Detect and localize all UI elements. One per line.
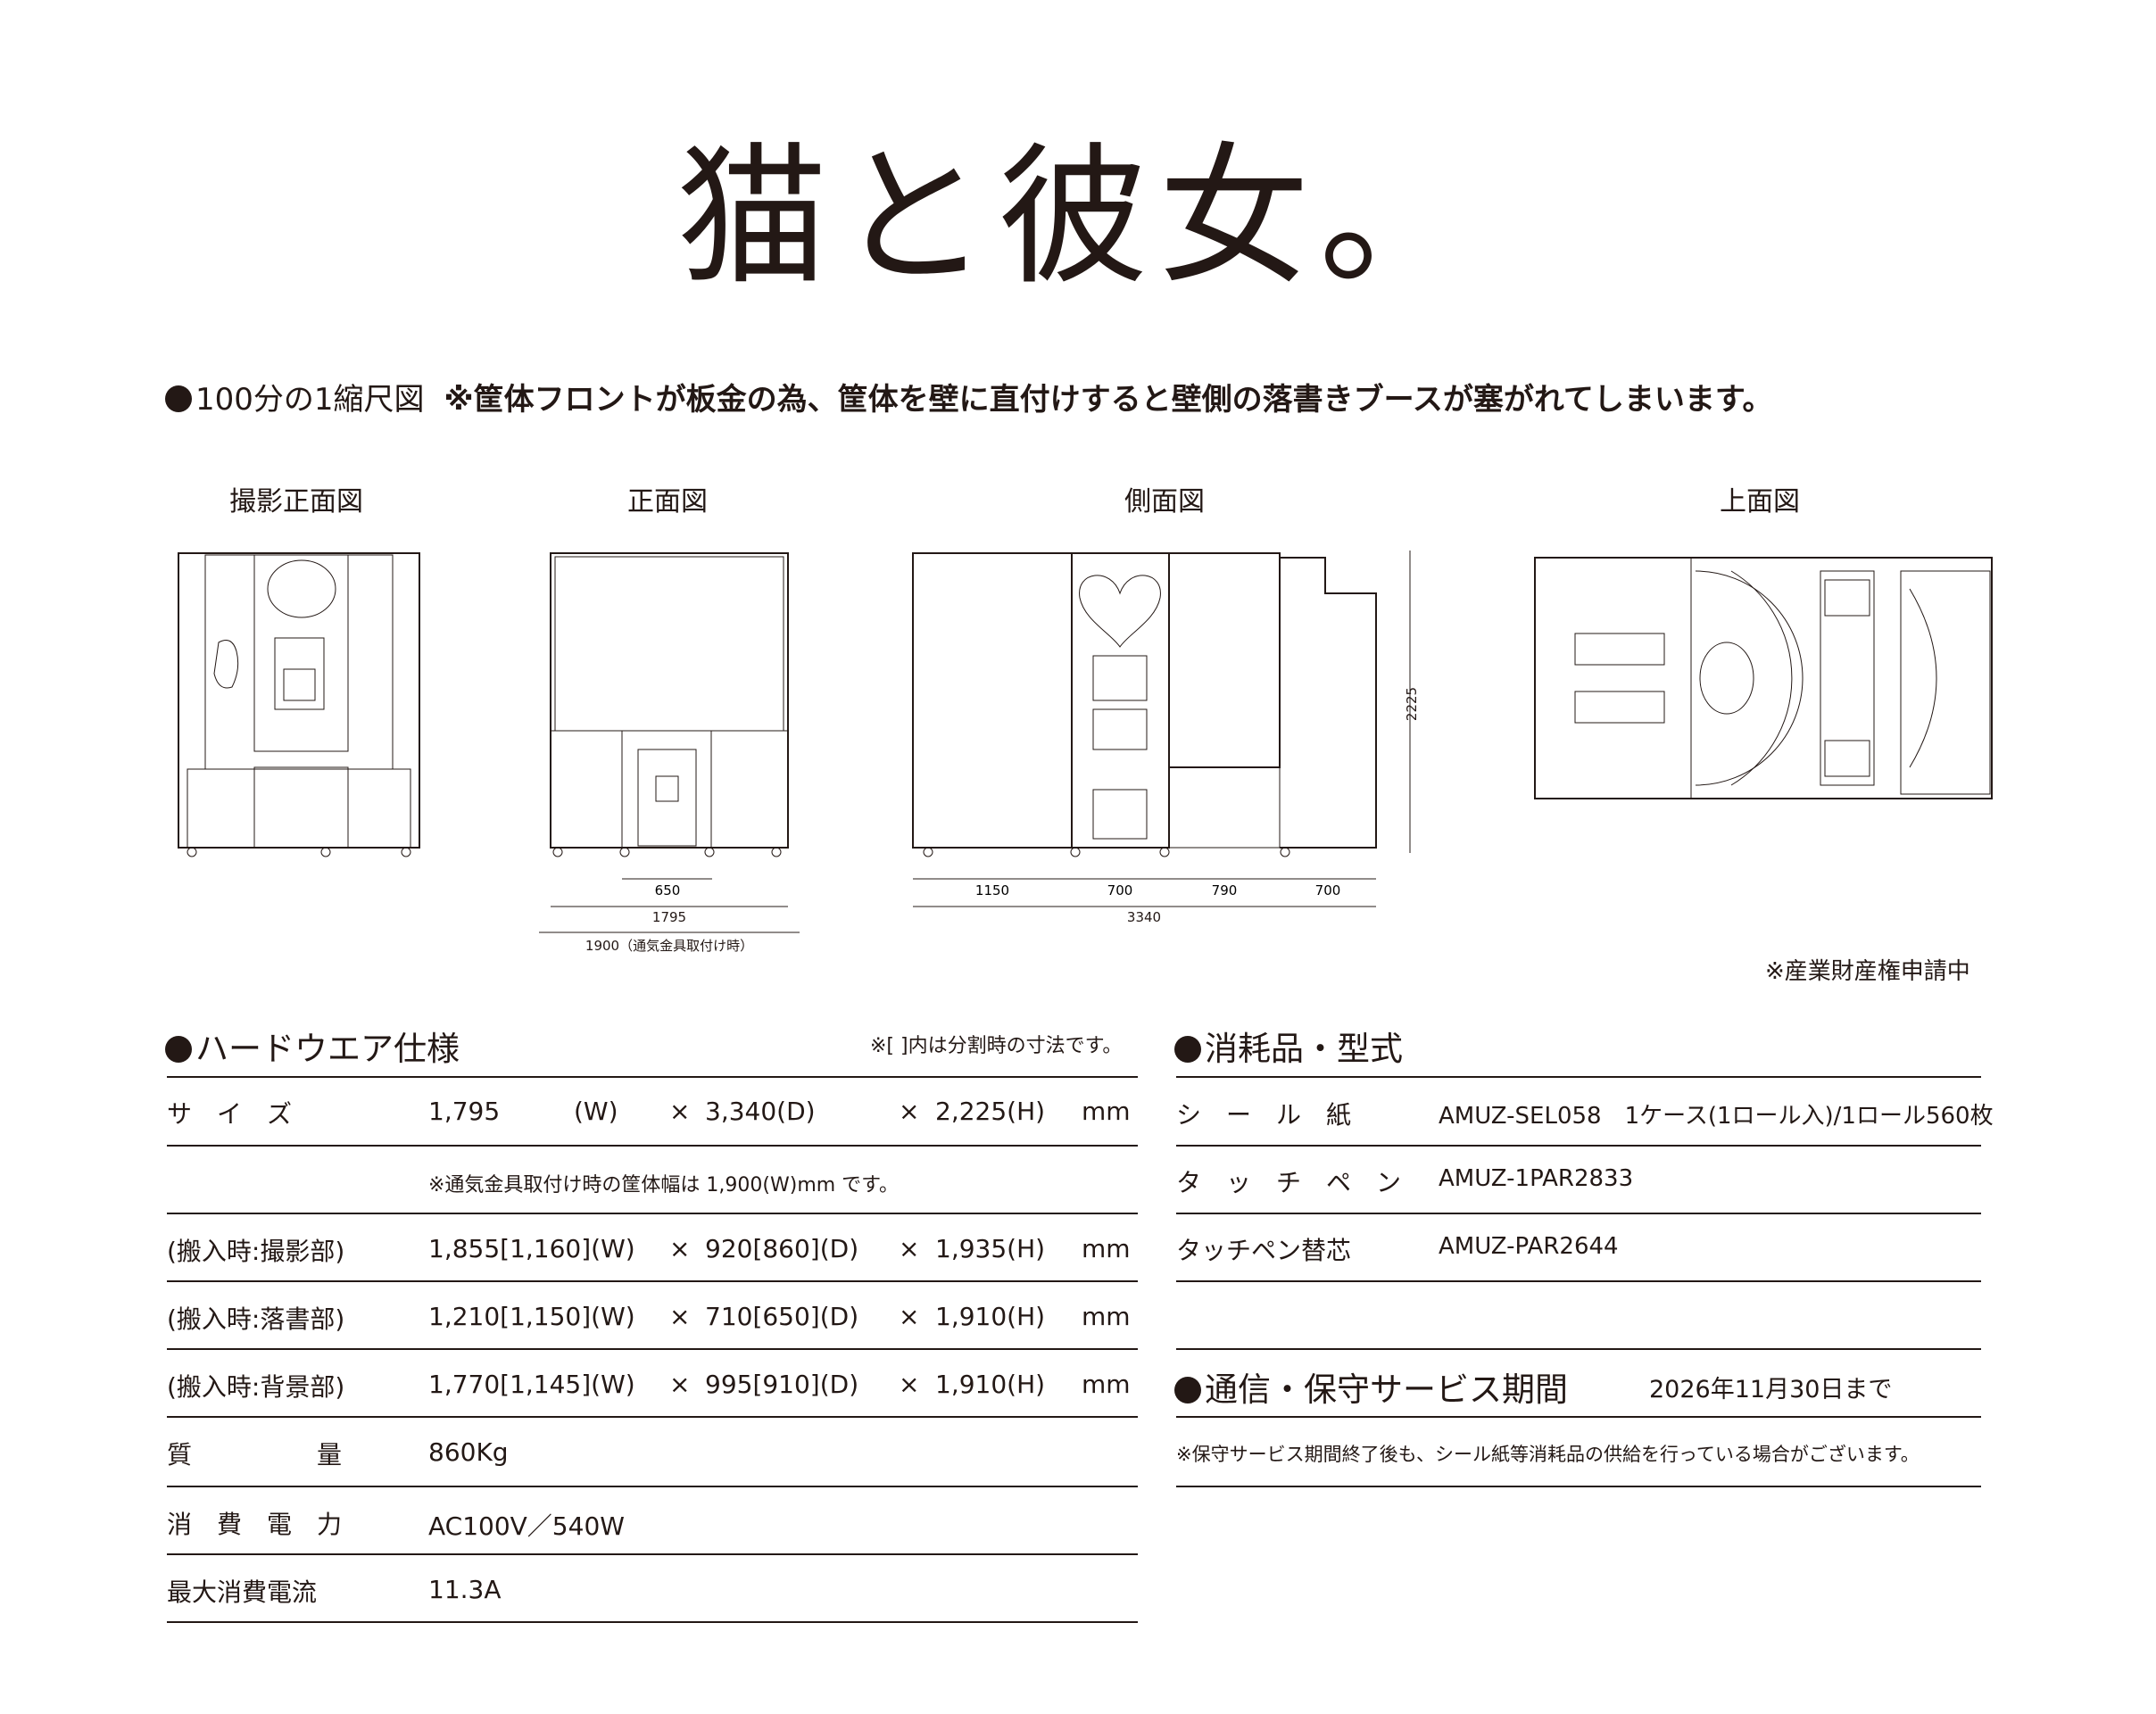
spec-value: AC100V／540W [428, 1511, 625, 1541]
scale-note: 100分の1縮尺図 ※筐体フロントが板金の為、筐体を壁に直付けすると壁側の落書きブ… [165, 375, 1772, 418]
spec-height: 1,935(H) [935, 1234, 1046, 1263]
dim-front-inner: 650 [655, 882, 681, 898]
dim-front-width-vent: 1900（通気金具取付け時） [585, 938, 754, 954]
spec-label: (搬入時:撮影部) [167, 1237, 345, 1266]
bullet-icon [165, 1036, 192, 1063]
bullet-icon [1174, 1377, 1201, 1403]
consumable-label: タッチペン替芯 [1176, 1236, 1352, 1265]
hardware-heading: ハードウエア仕様 [165, 1022, 460, 1070]
bullet-icon [165, 385, 192, 412]
patent-note: ※産業財産権申請中 [1765, 958, 1970, 985]
service-note: ※保守サービス期間終了後も、シール紙等消耗品の供給を行っている場合がございます。 [1176, 1444, 1920, 1465]
spec-value: 860Kg [428, 1437, 509, 1467]
spec-label: (搬入時:背景部) [167, 1372, 345, 1402]
spec-label: 消 費 電 力 [167, 1510, 343, 1539]
hardware-heading-text: ハードウエア仕様 [195, 1030, 460, 1068]
spec-depth: 710[650](D) [705, 1302, 859, 1331]
scale-label: 100分の1縮尺図 [195, 382, 425, 418]
consumables-heading-text: 消耗品・型式 [1205, 1030, 1403, 1068]
service-heading-text: 通信・保守サービス期間 [1205, 1370, 1568, 1409]
consumable-value: AMUZ-1PAR2833 [1439, 1165, 1634, 1192]
bullet-icon [1174, 1036, 1201, 1063]
front-drawing [539, 552, 800, 933]
dim-side-total: 3340 [1126, 909, 1162, 925]
times-sign: × [669, 1234, 691, 1263]
dim-side-seg-1: 1150 [975, 882, 1009, 898]
spec-depth: 3,340(D) [705, 1097, 816, 1126]
service-until: 2026年11月30日まで [1649, 1376, 1893, 1403]
spec-label: サ イ ズ [167, 1099, 293, 1129]
spec-width-unit: (W) [574, 1097, 618, 1126]
service-heading: 通信・保守サービス期間 [1174, 1362, 1568, 1411]
view-label-photo-front: 撮影正面図 [229, 486, 363, 518]
times-sign: × [899, 1097, 920, 1126]
consumables-heading: 消耗品・型式 [1174, 1022, 1403, 1070]
spec-label: (搬入時:落書部) [167, 1304, 345, 1334]
side-drawing [912, 551, 1411, 907]
times-sign: × [669, 1097, 691, 1126]
dim-side-seg-2: 700 [1107, 882, 1133, 898]
times-sign: × [899, 1234, 920, 1263]
spec-label: 最大消費電流 [167, 1577, 318, 1607]
spec-height: 1,910(H) [935, 1370, 1046, 1399]
view-label-front: 正面図 [627, 486, 708, 518]
top-drawing [1534, 557, 1993, 799]
spec-width: 1,795 [428, 1097, 501, 1126]
photo-front-drawing [178, 552, 420, 857]
spec-height: 2,225(H) [935, 1097, 1046, 1126]
consumable-label: タ ッ チ ペ ン [1176, 1168, 1402, 1197]
spec-width: 1,210[1,150](W) [428, 1302, 635, 1331]
spec-value: 11.3A [428, 1575, 502, 1604]
spec-depth: 995[910](D) [705, 1370, 859, 1399]
spec-depth: 920[860](D) [705, 1234, 859, 1263]
view-label-top: 上面図 [1720, 486, 1800, 518]
times-sign: × [899, 1302, 920, 1331]
vent-width-note: ※通気金具取付け時の筐体幅は 1,900(W)mm です。 [428, 1174, 899, 1196]
consumable-value: AMUZ-PAR2644 [1439, 1233, 1619, 1260]
view-label-side: 側面図 [1124, 486, 1205, 518]
spec-unit: mm [1082, 1302, 1131, 1331]
times-sign: × [669, 1370, 691, 1399]
dim-side-seg-3: 790 [1212, 882, 1238, 898]
spec-label: 質 量 [167, 1440, 343, 1470]
dim-front-width: 1795 [651, 909, 687, 925]
consumable-label: シ ー ル 紙 [1176, 1100, 1352, 1130]
technical-drawings: 650 1150 700 790 700 [178, 551, 1993, 933]
spec-width: 1,770[1,145](W) [428, 1370, 635, 1399]
spec-height: 1,910(H) [935, 1302, 1046, 1331]
spec-unit: mm [1082, 1234, 1131, 1263]
dim-side-seg-4: 700 [1315, 882, 1341, 898]
consumable-value: AMUZ-SEL058 1ケース(1ロール入)/1ロール560枚 [1439, 1103, 1994, 1130]
dim-side-height: 2225 [1404, 686, 1421, 722]
times-sign: × [899, 1370, 920, 1399]
product-logo-title: 猫と彼女。 [676, 129, 1480, 306]
spec-unit: mm [1082, 1097, 1131, 1126]
spec-unit: mm [1082, 1370, 1131, 1399]
times-sign: × [669, 1302, 691, 1331]
spec-width: 1,855[1,160](W) [428, 1234, 635, 1263]
split-dimension-note: ※[ ]内は分割時の寸法です。 [870, 1035, 1123, 1057]
wall-warning: ※筐体フロントが板金の為、筐体を壁に直付けすると壁側の落書きブースが塞がれてしま… [444, 382, 1773, 418]
